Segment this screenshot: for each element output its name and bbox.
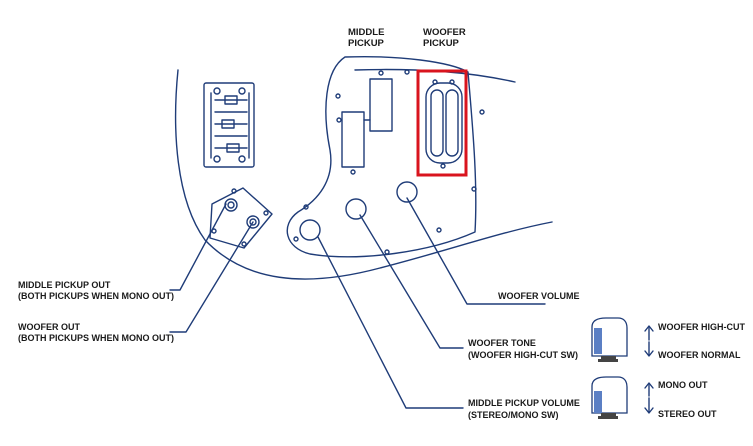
woofer-pickup-highlight — [416, 69, 468, 177]
woofer-out-label: WOOFER OUT — [18, 322, 80, 332]
bridge — [203, 82, 255, 168]
pickguard-screw — [293, 236, 299, 242]
pickguard-screw — [436, 227, 442, 233]
volume-switch-down-label: STEREO OUT — [658, 409, 717, 419]
woofer-tone-label: WOOFER TONE — [468, 338, 536, 348]
middle-pickup-out-sublabel: (BOTH PICKUPS WHEN MONO OUT) — [18, 291, 174, 301]
middle-pickup-volume-label: MIDDLE PICKUP VOLUME — [468, 398, 580, 408]
woofer-pickup — [425, 79, 463, 169]
pickguard-screw — [303, 204, 309, 210]
pickguard-screw — [471, 186, 477, 192]
tone-switch-arrows — [644, 325, 654, 357]
woofer-pickup-label-line1: WOOFER — [423, 27, 466, 38]
pickguard-screw — [384, 249, 390, 255]
tone-switch-knob-icon — [591, 317, 628, 362]
woofer-volume-knob — [396, 181, 418, 203]
pickguard-screw — [404, 69, 410, 75]
pickguard — [286, 55, 477, 258]
woofer-pickup-label-line2: PICKUP — [423, 38, 460, 49]
volume-switch-arrows — [644, 382, 654, 414]
leader-woofer-tone — [359, 214, 464, 349]
woofer-tone-sublabel: (WOOFER HIGH-CUT SW) — [468, 350, 578, 360]
leader-middle-pickup-volume — [317, 236, 464, 409]
middle-pickup-volume-knob — [299, 219, 321, 241]
middle-pickup-label-line2: PICKUP — [348, 38, 385, 49]
guitar-body-outline — [174, 69, 553, 280]
pickguard-screw — [335, 93, 341, 99]
volume-switch-knob-icon — [591, 376, 628, 419]
leader-woofer-volume — [406, 197, 546, 305]
pickguard-screw — [479, 109, 485, 115]
middle-pickup-label-line1: MIDDLE — [348, 27, 384, 38]
middle-pickup-volume-sublabel: (STEREO/MONO SW) — [468, 410, 559, 420]
middle-pickup-out-label: MIDDLE PICKUP OUT — [18, 280, 111, 290]
tone-switch-up-label: WOOFER HIGH-CUT — [658, 322, 745, 332]
leader-middle-pickup-out — [169, 203, 227, 291]
pickguard-screw — [336, 117, 342, 123]
woofer-out-sublabel: (BOTH PICKUPS WHEN MONO OUT) — [18, 333, 174, 343]
middle-pickup — [341, 70, 393, 175]
leader-woofer-out — [169, 221, 254, 333]
tone-switch-down-label: WOOFER NORMAL — [658, 350, 741, 360]
woofer-volume-label: WOOFER VOLUME — [498, 291, 580, 301]
volume-switch-up-label: MONO OUT — [658, 380, 708, 390]
woofer-tone-knob — [345, 198, 367, 220]
